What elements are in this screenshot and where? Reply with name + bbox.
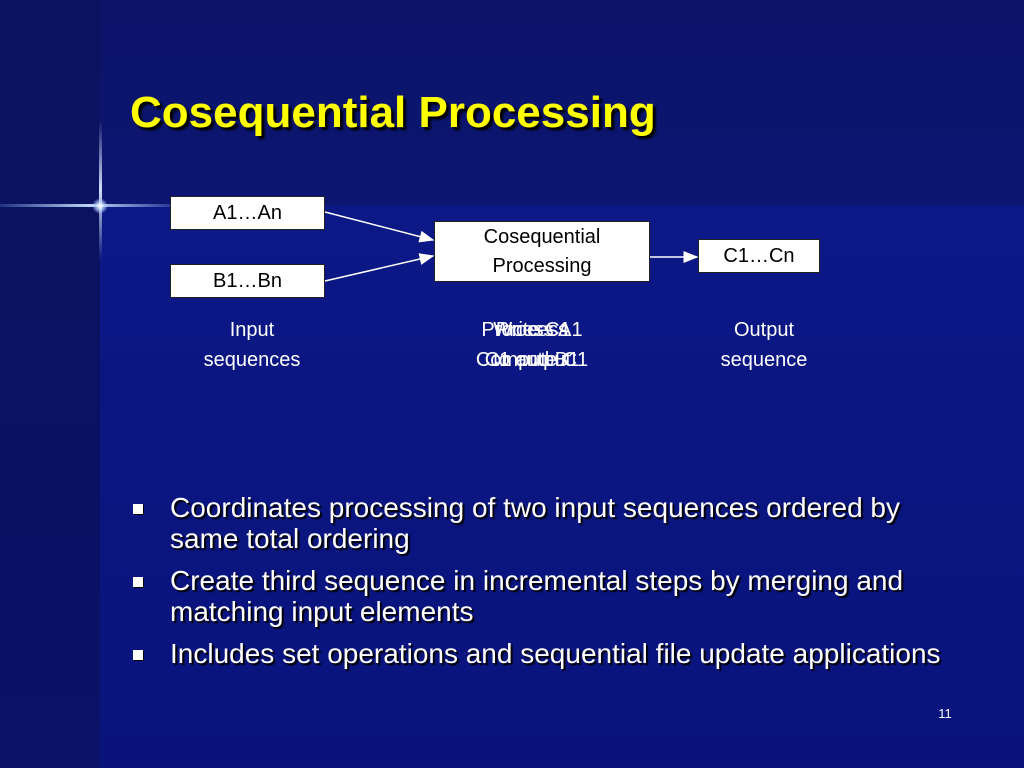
bullet-text: Create third sequence in incremental ste… xyxy=(170,565,904,627)
arrow-a-to-process xyxy=(324,211,435,243)
caption-step-write: Write C1 to output xyxy=(447,315,617,375)
caption-step-process-a1: Process A1 Compute C1 xyxy=(447,315,617,375)
square-bullet-icon xyxy=(133,577,143,587)
square-bullet-icon xyxy=(133,504,143,514)
bullet-list: Coordinates processing of two input sequ… xyxy=(130,492,950,680)
bullet-item: Create third sequence in incremental ste… xyxy=(130,565,950,627)
caption-line: Process A1 xyxy=(481,319,583,341)
caption-line: Input xyxy=(229,319,275,341)
bullet-item: Includes set operations and sequential f… xyxy=(130,638,950,669)
slide-title: Cosequential Processing xyxy=(130,88,656,137)
header-band xyxy=(0,0,1024,205)
box-cosequential-processing: Cosequential Processing xyxy=(434,221,650,282)
bullet-text: Coordinates processing of two input sequ… xyxy=(170,492,900,554)
caption-line: Process xyxy=(495,319,569,341)
caption-output-sequence: Output sequence xyxy=(684,315,844,375)
arrow-b-to-process xyxy=(324,253,435,282)
square-bullet-icon xyxy=(133,650,143,660)
bullet-item: Coordinates processing of two input sequ… xyxy=(130,492,950,554)
caption-line: C1 and B1 xyxy=(484,349,580,371)
box-sequence-b: B1…Bn xyxy=(170,264,325,298)
caption-line: sequence xyxy=(720,349,808,371)
caption-step-process-c1-b1: Process C1 and B1 xyxy=(447,315,617,375)
caption-line: sequences xyxy=(203,349,301,371)
caption-line: Compute C1 xyxy=(475,349,589,371)
box-sequence-c: C1…Cn xyxy=(698,239,820,273)
page-number: 11 xyxy=(938,706,952,721)
light-streak-horizontal xyxy=(0,204,180,207)
caption-input-sequences: Input sequences xyxy=(172,315,332,375)
bullet-text: Includes set operations and sequential f… xyxy=(170,638,941,669)
box-sequence-a: A1…An xyxy=(170,196,325,230)
caption-line: Output xyxy=(733,319,795,341)
light-flare xyxy=(92,198,108,214)
caption-line: Write C1 xyxy=(493,319,571,341)
left-band xyxy=(0,0,100,768)
light-streak-vertical xyxy=(99,120,102,260)
caption-line: to output xyxy=(493,349,571,371)
